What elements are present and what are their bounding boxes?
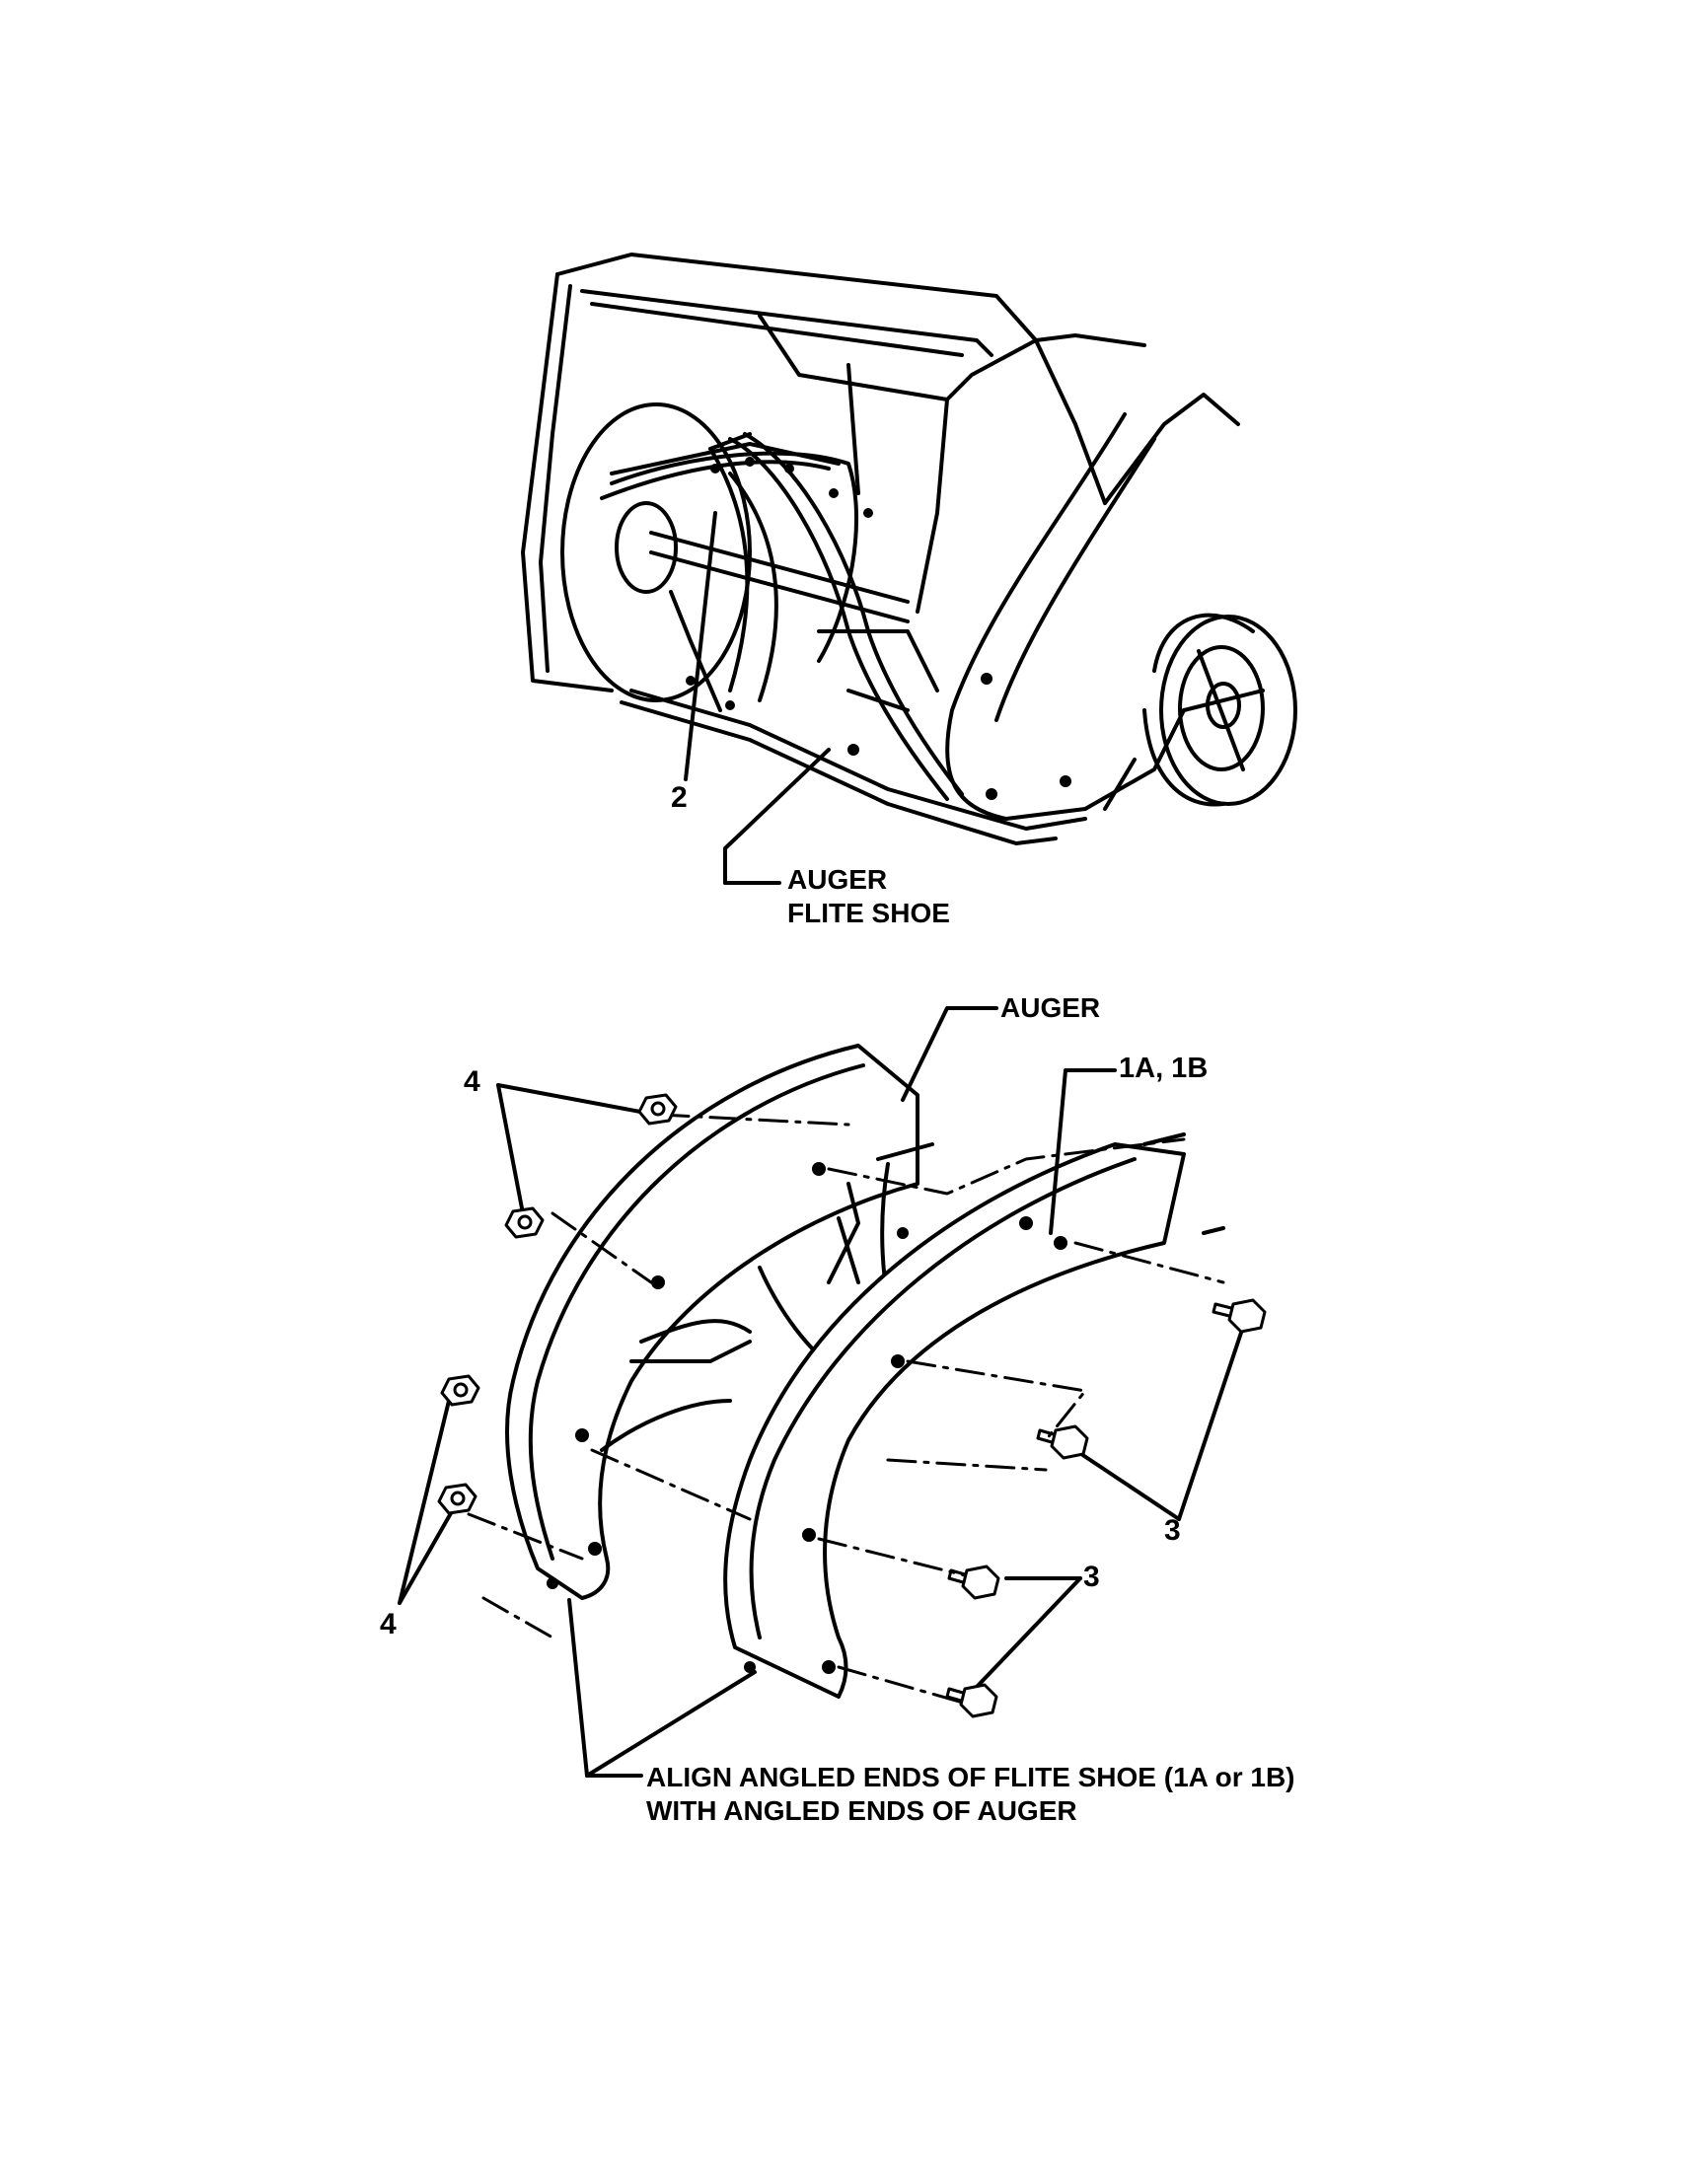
auger-flite-shoe-label-line2: FLITE SHOE: [787, 898, 950, 928]
callout-4-bottom: 4: [380, 1608, 397, 1640]
callout-3-lower: 3: [1083, 1561, 1100, 1593]
callout-3-upper: 3: [1164, 1514, 1181, 1547]
align-note-line2: WITH ANGLED ENDS OF AUGER: [646, 1795, 1077, 1826]
auger-label: AUGER: [1000, 992, 1101, 1023]
flite-shoe-parts-label: 1A, 1B: [1119, 1053, 1209, 1084]
callout-2: 2: [671, 781, 688, 814]
auger-flite-shoe-label-line1: AUGER: [787, 864, 888, 895]
callout-4-top: 4: [464, 1065, 480, 1098]
align-note-line1: ALIGN ANGLED ENDS OF FLITE SHOE (1A or 1…: [646, 1762, 1295, 1792]
